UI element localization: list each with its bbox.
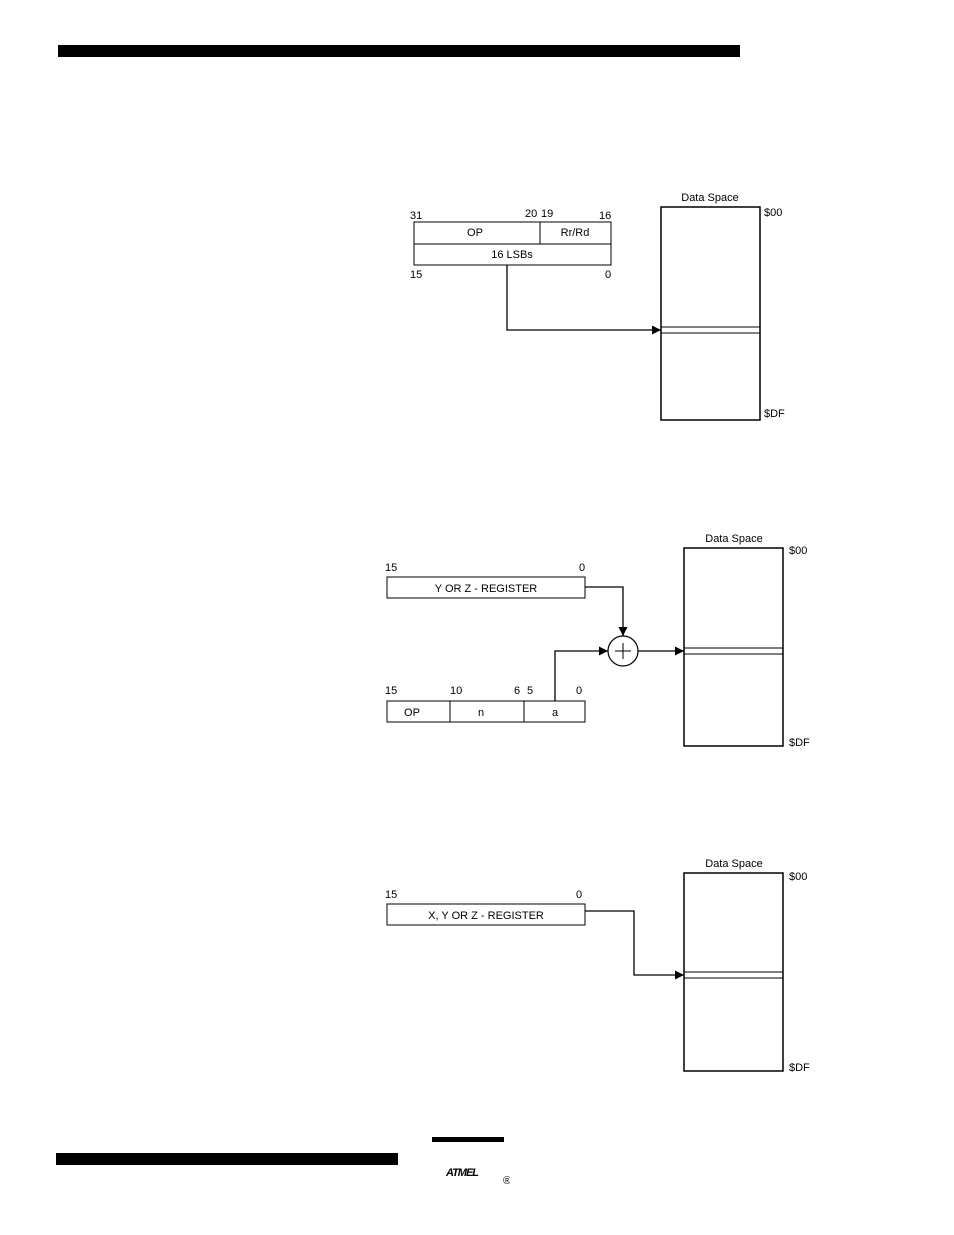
data-space-box	[684, 548, 783, 746]
bit-31: 31	[410, 210, 422, 222]
bit-0: 0	[605, 269, 611, 281]
reg-bit-0: 0	[579, 562, 585, 574]
lsb-field-label: 16 LSBs	[491, 249, 533, 261]
logo-text: ATMEL	[445, 1167, 479, 1179]
figure-indirect-displacement: 15 0 Y OR Z - REGISTER 15 10 6 5 0 OP n …	[385, 533, 810, 749]
figure-indirect: 15 0 X, Y OR Z - REGISTER Data Space $00…	[385, 858, 810, 1074]
addr-end: $DF	[789, 737, 810, 749]
field-a: a	[552, 707, 559, 719]
reg-bit-15: 15	[385, 889, 397, 901]
address-arrow	[585, 911, 684, 975]
addr-end: $DF	[764, 408, 785, 420]
atmel-logo: ATMEL ®	[410, 1135, 510, 1187]
bit-20: 20	[525, 208, 537, 220]
data-space-title: Data Space	[705, 858, 762, 870]
instr-bit-15: 15	[385, 685, 397, 697]
addr-start: $00	[789, 871, 807, 883]
reg-bit-15: 15	[385, 562, 397, 574]
addr-start: $00	[789, 545, 807, 557]
address-arrow	[507, 265, 661, 330]
bit-19: 19	[541, 208, 553, 220]
op-field-label: OP	[467, 227, 483, 239]
bit-15: 15	[410, 269, 422, 281]
reg-bit-0: 0	[576, 889, 582, 901]
instr-bit-5: 5	[527, 685, 533, 697]
rrd-field-label: Rr/Rd	[561, 227, 590, 239]
data-space-title: Data Space	[681, 192, 738, 204]
register-arrow	[585, 587, 623, 636]
registered-mark: ®	[503, 1175, 510, 1187]
instr-bit-6: 6	[514, 685, 520, 697]
bit-16: 16	[599, 210, 611, 222]
instr-bit-0: 0	[576, 685, 582, 697]
field-n: n	[478, 707, 484, 719]
field-op: OP	[404, 707, 420, 719]
instr-bit-10: 10	[450, 685, 462, 697]
addr-start: $00	[764, 207, 782, 219]
register-label: Y OR Z - REGISTER	[435, 583, 538, 595]
data-space-box	[661, 207, 760, 420]
addr-end: $DF	[789, 1062, 810, 1074]
figure-direct-addressing: 31 20 19 16 OP Rr/Rd 16 LSBs 15 0 Data S…	[410, 192, 785, 420]
register-label: X, Y OR Z - REGISTER	[428, 910, 544, 922]
data-space-title: Data Space	[705, 533, 762, 545]
